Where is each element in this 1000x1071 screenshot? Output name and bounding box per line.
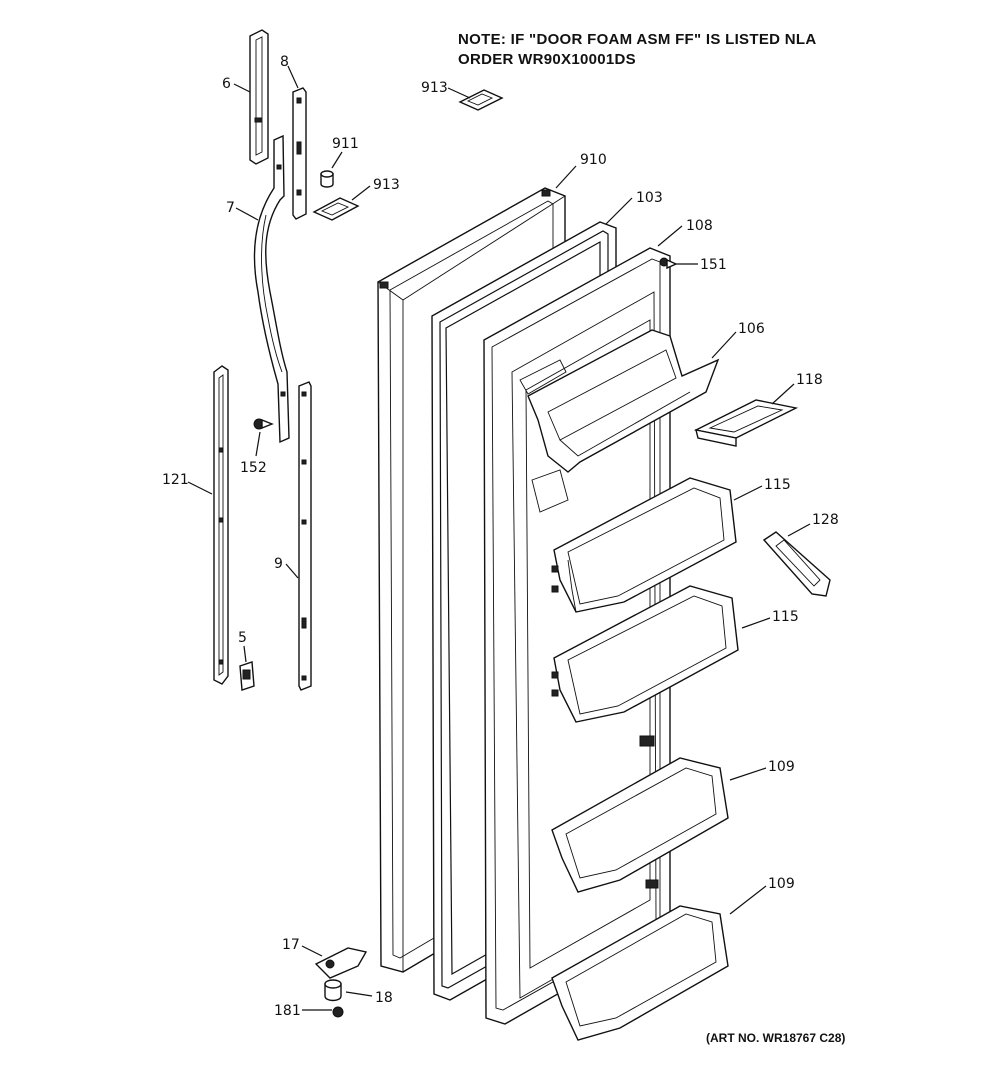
callout-17: 17: [282, 937, 300, 953]
callout-118: 118: [796, 372, 823, 388]
callout-7: 7: [226, 200, 235, 216]
part-8-plate: [292, 87, 307, 220]
part-913-bracket-lower: [312, 197, 360, 221]
art-number: (ART NO. WR18767 C28): [706, 1031, 845, 1045]
part-5-clip: [239, 661, 255, 691]
callout-913-lower: 913: [373, 177, 400, 193]
callout-152: 152: [240, 460, 267, 476]
callout-labels: 6 8 913 911 913 910 103 108 151 7 106 11…: [162, 54, 839, 1019]
callout-108: 108: [686, 218, 713, 234]
callout-9: 9: [274, 556, 283, 572]
callout-128: 128: [812, 512, 839, 528]
part-118-tray: [693, 399, 799, 447]
callout-6: 6: [222, 76, 231, 92]
callout-115-upper: 115: [764, 477, 791, 493]
part-109-shelf-lower: [551, 879, 729, 1041]
callout-18: 18: [375, 990, 393, 1006]
part-121-long-trim: [213, 365, 229, 685]
callout-115-lower: 115: [772, 609, 799, 625]
note-line-1: NOTE: IF "DOOR FOAM ASM FF" IS LISTED NL…: [458, 31, 816, 48]
part-109-shelf-upper: [551, 735, 729, 893]
part-128-clip: [762, 531, 831, 597]
part-115-door-bin-upper: [551, 477, 737, 613]
callout-106: 106: [738, 321, 765, 337]
callout-913-upper: 913: [421, 80, 448, 96]
callout-910: 910: [580, 152, 607, 168]
callout-8: 8: [280, 54, 289, 70]
part-7-handle: [253, 134, 290, 444]
part-6-trim-strip: [249, 29, 269, 165]
part-911-cap: [320, 170, 334, 188]
callout-151: 151: [700, 257, 727, 273]
callout-109-lower: 109: [768, 876, 795, 892]
part-106-dairy-bin: [527, 329, 720, 473]
callout-181: 181: [274, 1003, 301, 1019]
part-18-hinge-pin: [324, 979, 342, 1002]
part-151-screw: [659, 257, 678, 270]
note-line-2: ORDER WR90X10001DS: [458, 51, 636, 68]
callout-103: 103: [636, 190, 663, 206]
callout-109-upper: 109: [768, 759, 795, 775]
part-152-screw: [253, 418, 274, 430]
callout-911: 911: [332, 136, 359, 152]
part-913-bracket-upper: [458, 89, 504, 111]
part-17-hinge-plate: [314, 947, 368, 979]
part-9-long-plate: [298, 381, 312, 691]
leader-lines: [187, 65, 811, 1011]
part-115-door-bin-lower: [551, 585, 739, 723]
part-181-screw: [332, 1006, 344, 1018]
callout-121: 121: [162, 472, 189, 488]
callout-5: 5: [238, 630, 247, 646]
